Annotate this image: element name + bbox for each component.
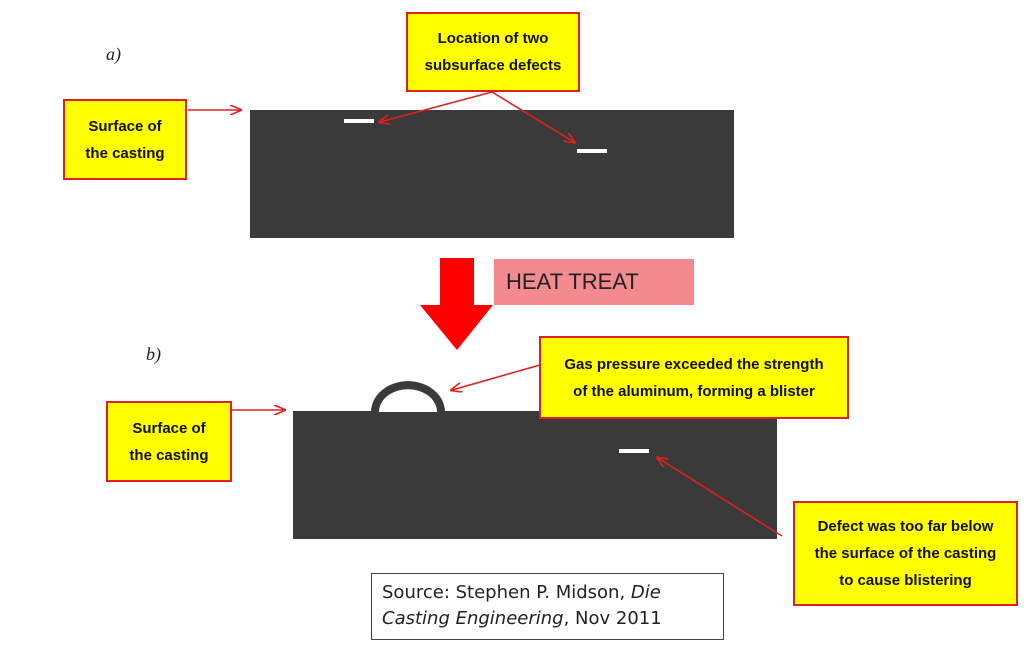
source-prefix: Source: Stephen P. Midson, bbox=[382, 582, 631, 603]
arrow-blister bbox=[452, 364, 541, 390]
casting-block-a bbox=[250, 110, 734, 238]
deep-defect bbox=[619, 449, 649, 453]
source-citation: Source: Stephen P. Midson, Die Casting E… bbox=[371, 573, 724, 640]
heat-treat-label: HEAT TREAT bbox=[494, 259, 694, 305]
subsurface-defect-2 bbox=[577, 149, 607, 153]
panel-b-label: b) bbox=[146, 344, 161, 364]
panel-a-label: a) bbox=[106, 44, 121, 64]
arrow-defect-1 bbox=[380, 91, 493, 122]
source-title-1: Die bbox=[630, 582, 661, 603]
casting-block-b bbox=[293, 411, 777, 539]
blister-void bbox=[379, 389, 437, 412]
source-suffix: , Nov 2011 bbox=[563, 608, 662, 629]
arrow-deep-defect bbox=[658, 458, 783, 537]
source-title-2: Casting Engineering bbox=[382, 608, 564, 629]
subsurface-defect-1 bbox=[344, 119, 374, 123]
arrow-defect-2 bbox=[491, 91, 574, 142]
heat-treat-arrow bbox=[420, 258, 493, 350]
